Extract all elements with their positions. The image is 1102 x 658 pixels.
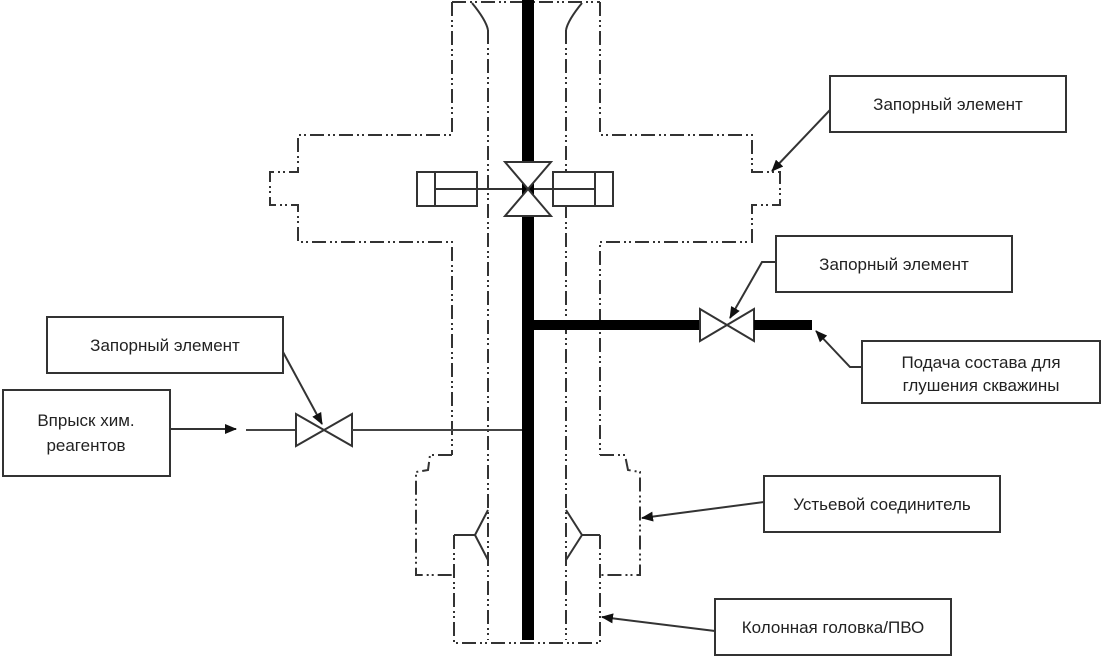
svg-text:Запорный элемент: Запорный элемент bbox=[90, 336, 240, 355]
bore-valve-symbol bbox=[502, 161, 554, 217]
svg-text:реагентов: реагентов bbox=[46, 436, 125, 455]
label-kill-fluid: Подача состава для глушения скважины bbox=[815, 330, 1101, 404]
chem-injection-line bbox=[246, 412, 522, 448]
label-side-valve: Запорный элемент bbox=[729, 235, 1013, 319]
svg-text:Впрыск хим.: Впрыск хим. bbox=[37, 411, 134, 430]
upper-body-outline bbox=[269, 1, 781, 640]
svg-text:Запорный элемент: Запорный элемент bbox=[873, 95, 1023, 114]
svg-text:Колонная головка/ПВО: Колонная головка/ПВО bbox=[742, 618, 924, 637]
svg-text:Подача состава для: Подача состава для bbox=[901, 353, 1060, 372]
label-left-valve: Запорный элемент bbox=[46, 316, 323, 425]
kill-line bbox=[528, 307, 812, 343]
svg-text:глушения скважины: глушения скважины bbox=[903, 376, 1060, 395]
label-casing-head: Колонная головка/ПВО bbox=[601, 598, 952, 656]
svg-text:Запорный элемент: Запорный элемент bbox=[819, 255, 969, 274]
master-gate-valve bbox=[416, 171, 614, 207]
svg-text:Устьевой соединитель: Устьевой соединитель bbox=[793, 495, 971, 514]
label-top-right: Запорный элемент bbox=[771, 75, 1067, 172]
label-chem-injection: Впрыск хим. реагентов bbox=[2, 389, 237, 477]
label-wellhead-connector: Устьевой соединитель bbox=[641, 475, 1001, 533]
wellhead-connector-outline bbox=[415, 454, 641, 644]
